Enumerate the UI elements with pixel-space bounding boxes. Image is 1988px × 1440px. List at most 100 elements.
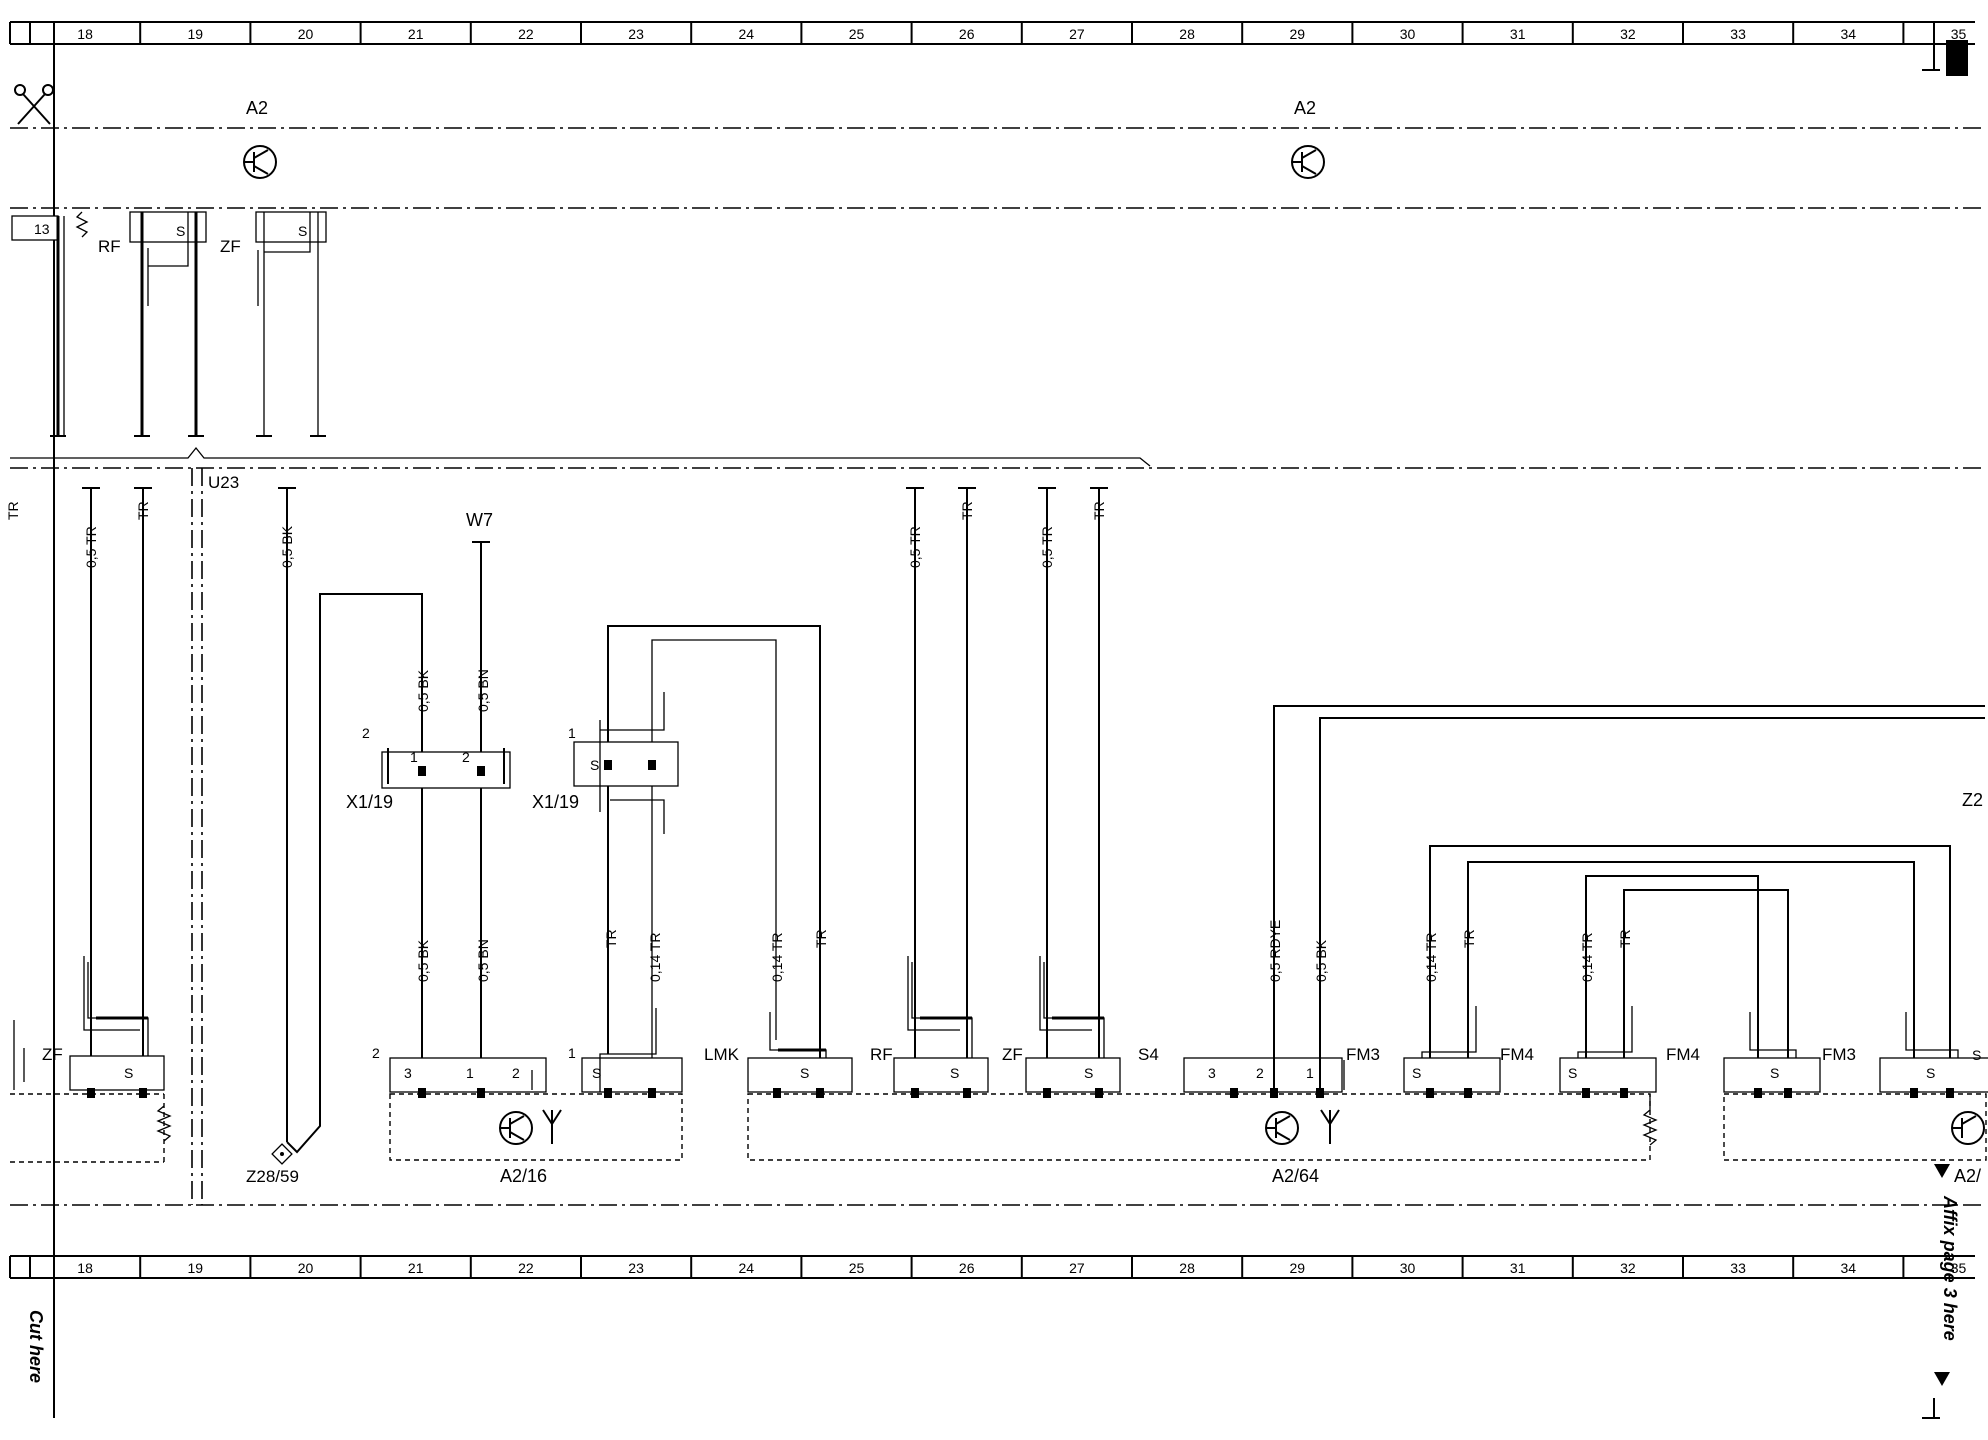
w7-label: W7 (466, 510, 493, 530)
svg-text:1: 1 (410, 749, 418, 765)
top-grid-column-label: 33 (1730, 26, 1746, 42)
bottom-grid-column-label: 22 (518, 1260, 534, 1276)
svg-text:S: S (124, 1065, 133, 1081)
bottom-grid-column-label: 19 (188, 1260, 204, 1276)
zf-top-label: ZF (220, 237, 241, 256)
bottom-grid-column-label: 34 (1841, 1260, 1857, 1276)
s4-label: S4 (1138, 1045, 1159, 1064)
a2-16-module: 2 3 1 2 1 S (372, 1008, 683, 1161)
svg-text:3: 3 (404, 1065, 412, 1081)
a2-label-right: A2 (1294, 98, 1316, 118)
top-grid-column-label: 27 (1069, 26, 1085, 42)
z28-59-label: Z28/59 (246, 1167, 299, 1186)
scissors-icon (14, 84, 54, 125)
wire-label-31b: TR (1617, 929, 1633, 948)
svg-text:S: S (1084, 1065, 1093, 1081)
wire-label-29b: 0,5 BK (1313, 939, 1329, 982)
pin-13-label: 13 (34, 221, 50, 237)
u23-label: U23 (208, 473, 239, 492)
antenna-icon (1320, 1109, 1340, 1144)
svg-text:S: S (1568, 1065, 1577, 1081)
wire-label-23a: TR (603, 929, 619, 948)
wire-label-30a: 0,14 TR (1423, 932, 1439, 982)
wire-label-24a: 0,14 TR (769, 932, 785, 982)
rf-label: RF (870, 1045, 893, 1064)
a2-cut-module (1723, 1093, 1987, 1161)
s-top-a: S (176, 223, 185, 239)
svg-text:1: 1 (568, 1045, 576, 1061)
svg-text:S: S (1412, 1065, 1421, 1081)
fm4-label-a: FM4 (1500, 1045, 1534, 1064)
top-grid-column-label: 35 (1951, 26, 1967, 42)
svg-text:S: S (590, 757, 599, 773)
bottom-grid-column-label: 27 (1069, 1260, 1085, 1276)
bottom-grid-column-label: 18 (77, 1260, 93, 1276)
bottom-grid-column-label: 31 (1510, 1260, 1526, 1276)
page-marker-block (1946, 40, 1968, 76)
arrow-down-icon (1934, 1164, 1950, 1178)
top-grid-column-label: 21 (408, 26, 424, 42)
wire-label-24b: TR (813, 929, 829, 948)
svg-text:2: 2 (1256, 1065, 1264, 1081)
bottom-grid-column-label: 26 (959, 1260, 975, 1276)
wire-18-b (134, 487, 152, 1090)
left-cut-box (69, 1055, 165, 1091)
bottom-grid-column-label: 25 (849, 1260, 865, 1276)
z-cut-label: Z2 (1962, 790, 1983, 810)
bottom-grid-column-label: 28 (1179, 1260, 1195, 1276)
svg-text:3: 3 (1208, 1065, 1216, 1081)
wire-label-26b: TR (959, 501, 975, 520)
arrow-down-icon (1934, 1372, 1950, 1386)
svg-text:S: S (950, 1065, 959, 1081)
wire-label-20: 0,5 BK (279, 525, 295, 568)
transistor-icon (1291, 145, 1325, 179)
x1-19-connector-b: 1 S (568, 692, 679, 834)
transistor-icon (243, 145, 277, 179)
top-grid-column-label: 23 (628, 26, 644, 42)
wire-18-a (82, 487, 100, 1090)
wire-label-22-bot: 0,5 BN (475, 939, 491, 982)
a2-top-connectors: 13 RF S ZF S (11, 211, 327, 437)
wire-label-21-bot: 0,5 BK (415, 939, 431, 982)
top-grid-column-label: 20 (298, 26, 314, 42)
bottom-grid-column-label: 33 (1730, 1260, 1746, 1276)
svg-text:2: 2 (462, 749, 470, 765)
zf-left-label: ZF (42, 1045, 63, 1064)
top-grid-column-label: 24 (739, 26, 755, 42)
x1-19-connector-a: 2 1 2 (362, 725, 511, 789)
x1-19-label-b: X1/19 (532, 792, 579, 812)
svg-text:S: S (1926, 1065, 1935, 1081)
x1-19-label-a: X1/19 (346, 792, 393, 812)
svg-text:S: S (800, 1065, 809, 1081)
top-grid-column-label: 31 (1510, 26, 1526, 42)
svg-text:1: 1 (466, 1065, 474, 1081)
top-grid-column-label: 18 (77, 26, 93, 42)
affix-note: Affix page 3 here (1940, 1195, 1960, 1341)
cut-here-note: Cut here (26, 1310, 46, 1383)
u23-bracket (10, 446, 1151, 467)
svg-text:1: 1 (1306, 1065, 1314, 1081)
wire-label-27a: 0,5 TR (1039, 526, 1055, 568)
zf-label: ZF (1002, 1045, 1023, 1064)
wire-label-18b: TR (135, 501, 151, 520)
top-grid-column-label: 22 (518, 26, 534, 42)
svg-text:1: 1 (568, 725, 576, 741)
bottom-grid-column-label: 30 (1400, 1260, 1416, 1276)
top-grid-column-label: 25 (849, 26, 865, 42)
transistor-icon (1951, 1111, 1985, 1145)
svg-text:S: S (1770, 1065, 1779, 1081)
antenna-icon (542, 1109, 562, 1144)
svg-text:2: 2 (512, 1065, 520, 1081)
a2-cut-label: A2/ (1954, 1166, 1981, 1186)
wire-label-26a: 0,5 TR (907, 526, 923, 568)
top-grid-column-label: 32 (1620, 26, 1636, 42)
svg-text:2: 2 (362, 725, 370, 741)
a2-64-module: 3 2 1 (747, 1057, 1658, 1161)
bottom-grid-column-label: 35 (1951, 1260, 1967, 1276)
bottom-grid-column-label: 32 (1620, 1260, 1636, 1276)
bottom-grid-column-label: 24 (739, 1260, 755, 1276)
svg-text:S: S (1972, 1047, 1981, 1063)
